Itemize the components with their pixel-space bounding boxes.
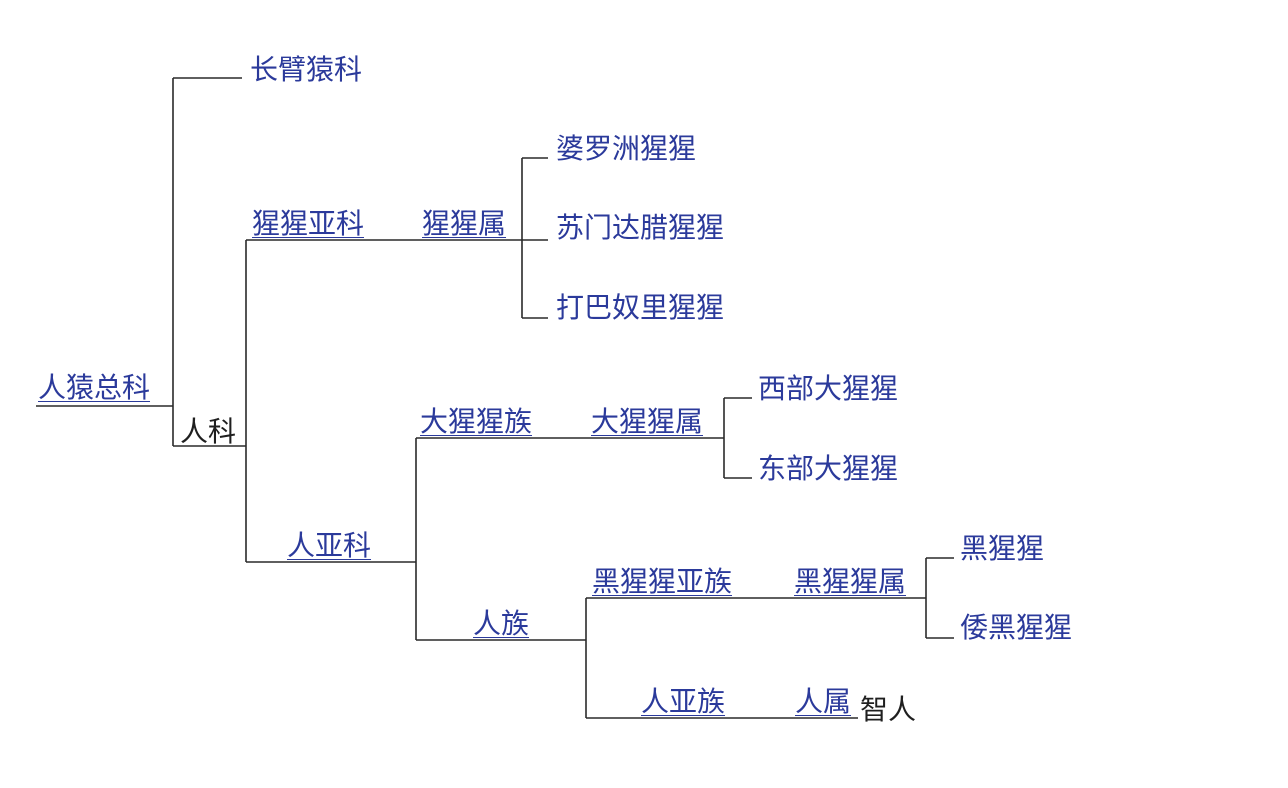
node-homo-sapiens[interactable]: 智人 xyxy=(860,693,917,726)
node-hylobatidae[interactable]: 长臂猿科 xyxy=(250,53,363,86)
node-ponginae[interactable]: 猩猩亚科 xyxy=(252,207,365,240)
node-pan-troglodytes[interactable]: 黑猩猩 xyxy=(960,532,1045,565)
node-homo[interactable]: 人属 xyxy=(795,685,852,718)
node-panina[interactable]: 黑猩猩亚族 xyxy=(592,565,733,598)
node-pan[interactable]: 黑猩猩属 xyxy=(794,565,907,598)
node-gorilla-beringei[interactable]: 东部大猩猩 xyxy=(758,452,899,485)
node-homininae[interactable]: 人亚科 xyxy=(287,529,372,562)
node-gorillini[interactable]: 大猩猩族 xyxy=(420,405,533,438)
node-pongo-abelii[interactable]: 苏门达腊猩猩 xyxy=(556,211,725,244)
node-pongo-tapanuliensis[interactable]: 打巴奴里猩猩 xyxy=(556,291,725,324)
node-hominoidea[interactable]: 人猿总科 xyxy=(38,371,151,404)
node-hominini[interactable]: 人族 xyxy=(473,607,530,640)
node-gorilla[interactable]: 大猩猩属 xyxy=(591,405,704,438)
node-pongo[interactable]: 猩猩属 xyxy=(422,207,507,240)
node-gorilla-gorilla[interactable]: 西部大猩猩 xyxy=(758,372,899,405)
node-pongo-pygmaeus[interactable]: 婆罗洲猩猩 xyxy=(556,132,697,165)
node-hominina[interactable]: 人亚族 xyxy=(641,685,726,718)
node-hominidae[interactable]: 人科 xyxy=(180,415,237,448)
node-pan-paniscus[interactable]: 倭黑猩猩 xyxy=(960,611,1073,644)
